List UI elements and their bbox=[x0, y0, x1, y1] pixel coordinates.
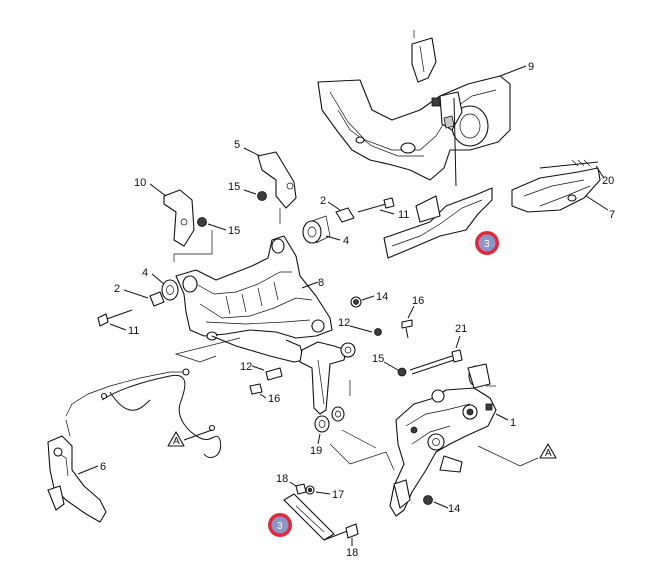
part-15-nut-upper bbox=[243, 189, 267, 201]
highlight-badge-3-lower-label: 3 bbox=[277, 521, 283, 532]
callout-18-upper: 18 bbox=[276, 473, 288, 485]
part-16-bolt-left bbox=[249, 383, 267, 399]
part-9-pedal-box-bracket bbox=[317, 30, 527, 181]
callout-15-upper: 15 bbox=[228, 181, 240, 193]
callout-5: 5 bbox=[234, 139, 240, 151]
part-15-nut-right bbox=[383, 361, 407, 377]
callout-1: 1 bbox=[510, 417, 516, 429]
callout-19: 19 bbox=[310, 445, 322, 457]
callout-15-left: 15 bbox=[228, 225, 240, 237]
part-14-nut-lower bbox=[423, 495, 449, 509]
part-7-heat-shield bbox=[511, 167, 609, 213]
callout-14-lower: 14 bbox=[448, 503, 460, 515]
callout-16-right: 16 bbox=[412, 295, 424, 307]
callout-11-left: 11 bbox=[128, 325, 139, 337]
part-5-bracket bbox=[243, 147, 297, 209]
callout-15-right: 15 bbox=[372, 353, 384, 365]
part-1-pedal-assembly bbox=[389, 363, 509, 517]
part-19-bushings bbox=[314, 406, 345, 445]
part-15-nut-left bbox=[197, 217, 227, 231]
reference-marker-a-left-label: A bbox=[173, 436, 180, 447]
callout-4-upper: 4 bbox=[343, 235, 349, 247]
part-6-pedal bbox=[47, 371, 184, 523]
callout-2-left: 2 bbox=[114, 283, 120, 295]
part-10-bracket bbox=[149, 183, 195, 247]
callout-18-lower: 18 bbox=[346, 547, 358, 559]
part-12-pin-right bbox=[349, 325, 382, 336]
cable-wire bbox=[100, 368, 222, 458]
callout-12-right: 12 bbox=[338, 317, 350, 329]
callout-10: 10 bbox=[134, 177, 146, 189]
part-14-nut-right bbox=[350, 295, 375, 308]
callout-14-right: 14 bbox=[376, 291, 388, 303]
pedal-link-arm bbox=[299, 341, 356, 415]
reference-leader-lines bbox=[173, 208, 539, 471]
part-3-gas-strut bbox=[283, 493, 351, 541]
part-11-bolt-left bbox=[97, 309, 133, 331]
callout-21: 21 bbox=[455, 323, 467, 335]
part-20-stud bbox=[539, 159, 605, 179]
reference-marker-a-left: A bbox=[167, 429, 213, 447]
callout-7: 7 bbox=[609, 209, 615, 221]
callout-11-upper: 11 bbox=[398, 209, 409, 221]
callout-8: 8 bbox=[318, 277, 324, 289]
callout-12-left: 12 bbox=[240, 361, 252, 373]
callout-16-left: 16 bbox=[268, 393, 280, 405]
callout-17: 17 bbox=[332, 489, 344, 501]
callout-6: 6 bbox=[100, 461, 106, 473]
highlight-badge-3-upper-label: 3 bbox=[484, 239, 490, 250]
callout-9: 9 bbox=[528, 61, 534, 73]
part-2-bushing-upper bbox=[327, 201, 355, 223]
callout-4-left: 4 bbox=[142, 267, 148, 279]
highlight-badge-3-upper: 3 bbox=[475, 231, 499, 255]
highlight-badge-3-lower: 3 bbox=[268, 513, 292, 537]
part-2-bushing-left bbox=[123, 289, 165, 307]
part-17-washer bbox=[305, 485, 331, 495]
reference-marker-a-right: A bbox=[539, 443, 557, 459]
part-21-long-bolt bbox=[409, 335, 463, 375]
part-18-clip-upper bbox=[289, 481, 307, 495]
reference-marker-a-right-label: A bbox=[545, 448, 552, 459]
part-4-bushing-left bbox=[151, 273, 179, 301]
callout-2-upper: 2 bbox=[320, 195, 326, 207]
part-11-bolt-upper bbox=[357, 197, 395, 215]
part-4-bushing-upper bbox=[302, 215, 341, 244]
part-16-bolt-right bbox=[401, 305, 415, 339]
lower-support-bracket bbox=[383, 97, 493, 259]
part-8-pedal-carrier bbox=[175, 235, 333, 363]
part-12-pin-left bbox=[251, 365, 283, 381]
callout-20: 20 bbox=[602, 175, 614, 187]
part-18-clip-lower bbox=[345, 523, 359, 546]
